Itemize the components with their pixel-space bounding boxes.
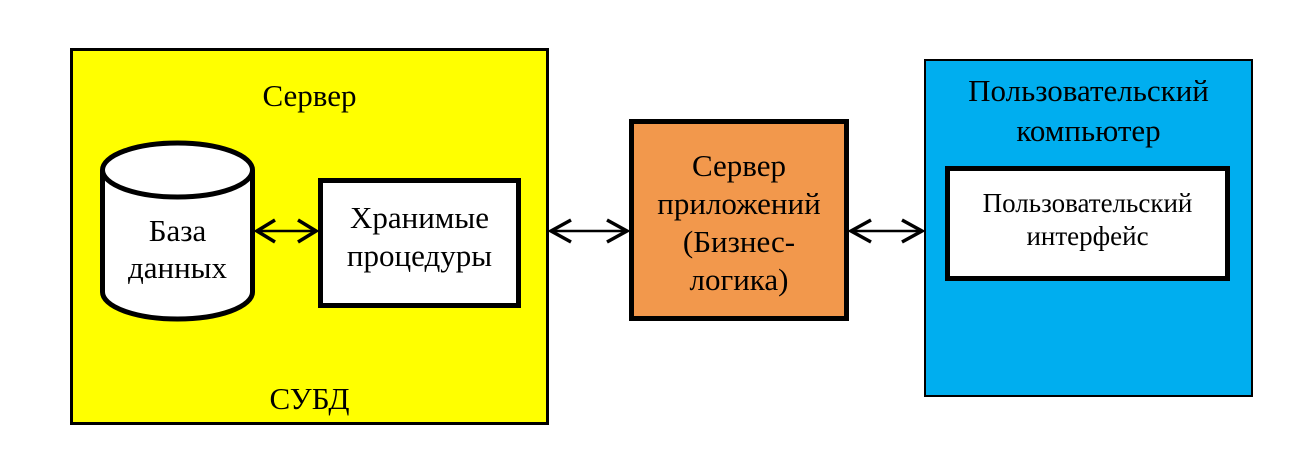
database-cylinder-icon — [100, 140, 255, 322]
client-title: Пользовательский компьютер — [968, 73, 1209, 148]
arrow-database-to-procedures-icon — [255, 218, 318, 244]
database-label: База данных — [127, 213, 228, 285]
user-interface-label: Пользовательский интерфейс — [982, 187, 1193, 251]
dbms-label: СУБД — [269, 381, 350, 416]
stored-procedures-label: Хранимые процедуры — [346, 200, 493, 273]
app-server-box: Сервер приложений (Бизнес- логика) — [629, 119, 849, 321]
server-group-box: Сервер База данных Хранимые процедуры СУ… — [70, 48, 549, 425]
client-group-box: Пользовательский компьютер Пользовательс… — [924, 59, 1253, 397]
server-title: Сервер — [262, 78, 357, 113]
arrow-appserver-to-client-icon — [849, 218, 924, 244]
arrow-server-to-appserver-icon — [549, 218, 629, 244]
stored-procedures-box: Хранимые процедуры — [318, 178, 521, 308]
app-server-label: Сервер приложений (Бизнес- логика) — [657, 148, 821, 297]
user-interface-box: Пользовательский интерфейс — [945, 166, 1230, 281]
